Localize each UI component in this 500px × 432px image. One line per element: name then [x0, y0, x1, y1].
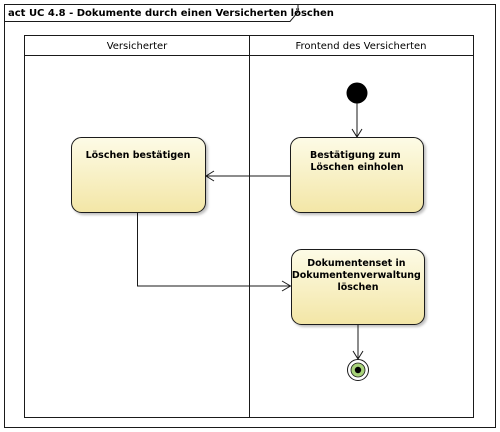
final-node: [347, 359, 369, 381]
lane-frontend: [249, 35, 474, 418]
action-loeschen-bestaetigen-line-1: Löschen bestätigen: [86, 150, 191, 161]
lane-title-versicherter: Versicherter: [107, 41, 168, 52]
svg-text:Bestätigung zum Löschen: Bestätigung zum Löschen einholen: [310, 150, 404, 173]
svg-text:Löschen bestätigen: Löschen bestätigen: [86, 150, 191, 161]
initial-node: [346, 82, 368, 104]
action-bestaetigung-line-2: Löschen einholen: [310, 162, 404, 173]
swimlanes: Versicherter Frontend des Versicherten: [24, 35, 474, 418]
arrowhead-loeschen-to-dokumentenset: [281, 280, 292, 292]
action-dokumentenset-line-3: löschen: [337, 282, 378, 293]
action-bestaetigung: Bestätigung zum Löschen einholen: [290, 137, 424, 213]
lane-title-frontend: Frontend des Versicherten: [295, 41, 426, 52]
frame-title: act UC 4.8 - Dokumente durch einen Versi…: [8, 8, 334, 19]
action-loeschen-bestaetigen: Löschen bestätigen: [71, 137, 206, 213]
action-dokumentenset-line-1: Dokumentenset in: [307, 258, 406, 269]
action-dokumentenset: Dokumentenset in Dokumentenverwaltung lö…: [291, 249, 425, 325]
svg-text:Dokumentenset in Dokumen: Dokumentenset in Dokumentenverwaltung lö…: [292, 258, 424, 293]
frame-title-tab: [4, 4, 299, 22]
action-bestaetigung-line-1: Bestätigung zum: [310, 150, 401, 161]
action-dokumentenset-line-2: Dokumentenverwaltung: [292, 270, 421, 281]
flow-loeschen-to-dokumentenset: [137, 212, 291, 287]
